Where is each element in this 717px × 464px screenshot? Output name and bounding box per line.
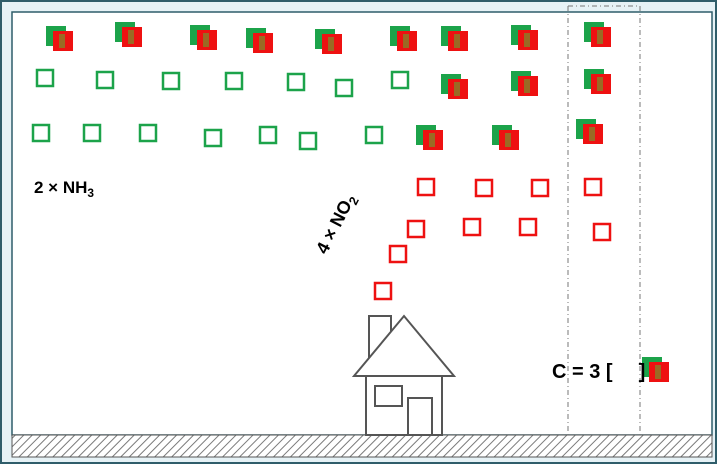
concentration-label: C = 3 [] [552, 361, 645, 384]
nitrogen-dioxide-molecule-icon [406, 219, 426, 239]
ammonia-molecule-icon [364, 125, 384, 145]
concentration-label-bracket: ] [638, 361, 646, 383]
house-roof [351, 314, 457, 377]
product-particle-icon [390, 26, 417, 51]
ammonia-molecule-icon [334, 78, 354, 98]
product-particle-icon [511, 25, 538, 50]
nitrogen-dioxide-molecule-icon [474, 178, 494, 198]
ammonia-molecule-icon [161, 71, 181, 91]
product-particle-icon [190, 25, 217, 50]
ammonia-molecule-icon [224, 71, 244, 91]
nitrogen-dioxide-molecule-icon [592, 222, 612, 242]
ammonia-molecule-icon [35, 68, 55, 88]
product-particle-icon [46, 26, 73, 51]
product-particle-icon [441, 26, 468, 51]
product-particle-icon [584, 22, 611, 47]
ammonia-molecule-icon [298, 131, 318, 151]
ammonia-molecule-icon [258, 125, 278, 145]
product-particle-icon [246, 28, 273, 53]
ammonia-molecule-icon [390, 70, 410, 90]
house-door [407, 397, 433, 436]
ammonia-label-text: 2 × NH [34, 178, 88, 197]
ammonia-molecule-icon [138, 123, 158, 143]
nitrogen-dioxide-molecule-icon [462, 217, 482, 237]
nitrogen-dioxide-molecule-icon [583, 177, 603, 197]
product-particle-icon [315, 29, 342, 54]
ground [11, 434, 713, 458]
nitrogen-dioxide-molecule-icon [530, 178, 550, 198]
product-particle-icon [584, 69, 611, 94]
product-particle-icon [115, 22, 142, 47]
house-window [374, 385, 403, 407]
ammonia-molecule-icon [82, 123, 102, 143]
nitrogen-dioxide-molecule-icon [388, 244, 408, 264]
concentration-label-text: C = 3 [ [552, 361, 613, 383]
product-particle-icon [511, 71, 538, 96]
ammonia-molecule-icon [203, 128, 223, 148]
ammonia-label: 2 × NH3 [34, 178, 94, 200]
product-particle-icon [492, 125, 519, 150]
ammonia-molecule-icon [31, 123, 51, 143]
ammonia-molecule-icon [95, 70, 115, 90]
house-icon [351, 314, 457, 436]
product-particle-icon [576, 119, 603, 144]
nitrogen-dioxide-molecule-icon [373, 281, 393, 301]
ammonia-label-subscript: 3 [87, 186, 95, 200]
concentration-product-icon [642, 357, 669, 382]
product-particle-icon [441, 74, 468, 99]
ammonia-molecule-icon [286, 72, 306, 92]
nitrogen-dioxide-molecule-icon [416, 177, 436, 197]
product-particle-icon [416, 125, 443, 150]
particles-layer [31, 22, 669, 382]
nitrogen-dioxide-molecule-icon [518, 217, 538, 237]
